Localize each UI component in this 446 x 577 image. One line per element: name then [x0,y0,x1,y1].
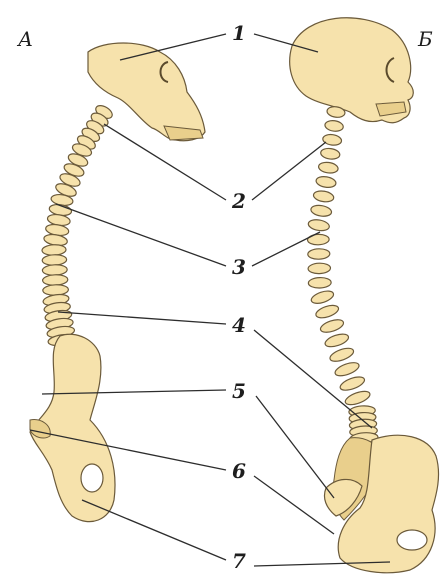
human-obturator-foramen [397,530,427,550]
human-vertebral-column [307,106,378,445]
human-vertebra [322,133,342,146]
human-vertebra [314,303,340,320]
label-4: 4 [232,313,246,337]
leader-2-human [252,142,326,200]
human-vertebra [333,360,360,378]
leader-5-human [256,396,334,498]
label-3: 3 [232,255,246,279]
ape-skeleton [30,43,205,522]
human-vertebra [324,332,350,350]
human-vertebra [308,263,331,274]
human-vertebra [339,374,367,393]
human-vertebra [328,346,355,364]
panel-label-a: А [16,27,33,51]
human-vertebra [307,234,329,245]
leader-4-ape [58,312,226,324]
human-vertebra [320,147,340,160]
label-7: 7 [232,549,246,573]
human-vertebra [315,175,336,189]
human-vertebra [307,218,330,232]
human-vertebra [319,317,345,334]
ape-vertebral-column [42,103,115,347]
leader-7-ape [82,500,226,560]
human-vertebra [310,289,335,306]
label-6: 6 [232,459,246,483]
leader-3-human [252,232,320,266]
human-vertebra [318,161,339,174]
ape-vertebra [42,254,67,265]
ape-vertebra [43,284,69,295]
panel-label-b: Б [417,27,433,51]
ape-obturator-foramen [81,464,103,492]
human-skeleton [290,18,439,573]
label-5: 5 [232,379,246,403]
human-vertebra [308,248,330,259]
leader-3-ape [56,204,226,266]
leader-6-human [254,476,334,534]
human-vertebra [310,204,332,218]
human-vertebra [308,277,331,288]
human-vertebra [324,120,344,133]
human-vertebra [344,389,372,408]
label-1: 1 [232,21,246,45]
human-vertebra [313,190,335,204]
ape-vertebra [42,244,66,255]
ape-vertebra [42,274,68,285]
label-2: 2 [231,189,246,213]
ape-vertebra [42,264,67,275]
